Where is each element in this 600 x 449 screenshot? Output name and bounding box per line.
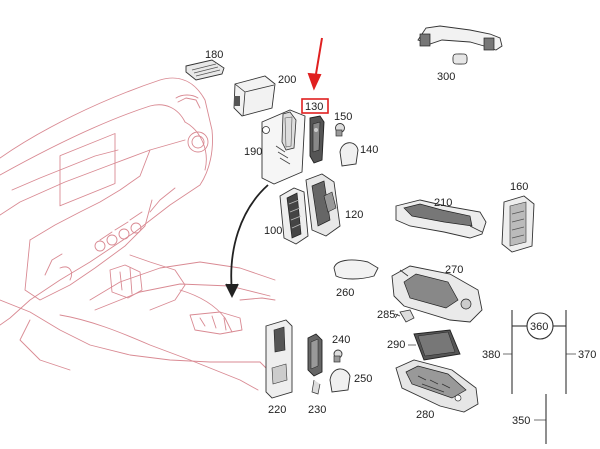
callout-150[interactable]: 150 [334, 111, 352, 123]
part-285-clip[interactable] [394, 309, 415, 323]
part-240-screw[interactable] [333, 349, 343, 363]
highlight-box-130 [301, 98, 329, 114]
callout-160[interactable]: 160 [510, 181, 528, 193]
callout-250[interactable]: 250 [354, 373, 372, 385]
callout-labels: 180 200 130 150 140 190 100 120 300 210 … [205, 49, 596, 427]
callout-380[interactable]: 380 [482, 349, 500, 361]
dashboard-outline [0, 77, 276, 393]
part-260-lid[interactable] [333, 259, 379, 280]
callout-220[interactable]: 220 [268, 404, 286, 416]
callout-350[interactable]: 350 [512, 415, 530, 427]
part-200-housing[interactable] [233, 75, 276, 117]
part-180-vent[interactable] [185, 59, 225, 81]
callout-200[interactable]: 200 [278, 74, 296, 86]
part-160-cover[interactable] [501, 195, 535, 253]
part-120-holder[interactable] [305, 173, 341, 237]
part-140-cap[interactable] [339, 142, 359, 167]
callout-180[interactable]: 180 [205, 49, 223, 61]
leader-lines [394, 313, 576, 421]
highlight-arrow [307, 37, 323, 91]
part-270-console-unit[interactable] [391, 265, 483, 323]
curved-pointer-arrow [225, 184, 269, 299]
dimension-brackets [511, 310, 567, 444]
callout-240[interactable]: 240 [332, 334, 350, 346]
part-280-armrest-base[interactable] [395, 359, 479, 413]
callout-285[interactable]: 285 [377, 309, 395, 321]
callout-280[interactable]: 280 [416, 409, 434, 421]
callout-290[interactable]: 290 [387, 339, 405, 351]
callout-190[interactable]: 190 [244, 146, 262, 158]
callout-370[interactable]: 370 [578, 349, 596, 361]
callout-360[interactable]: 360 [530, 321, 548, 333]
callout-120[interactable]: 120 [345, 209, 363, 221]
part-360-circle-marker [526, 312, 554, 340]
callout-140[interactable]: 140 [360, 144, 378, 156]
part-290-pad[interactable] [413, 329, 461, 361]
callout-230[interactable]: 230 [308, 404, 326, 416]
part-220-side-panel[interactable] [265, 319, 293, 399]
part-210-tray[interactable] [395, 199, 487, 239]
callout-270[interactable]: 270 [445, 264, 463, 276]
part-150-screw[interactable] [335, 123, 345, 137]
part-190-panel[interactable] [261, 109, 306, 185]
part-300-grab-handle[interactable] [417, 25, 503, 65]
callout-300[interactable]: 300 [437, 71, 455, 83]
part-230-switch[interactable] [307, 333, 323, 395]
callout-130[interactable]: 130 [305, 101, 323, 113]
part-250-cap[interactable] [329, 368, 351, 393]
callout-260[interactable]: 260 [336, 287, 354, 299]
part-130-switch[interactable] [309, 115, 325, 164]
callout-100[interactable]: 100 [264, 225, 282, 237]
part-100-switch-block[interactable] [279, 187, 309, 245]
callout-210[interactable]: 210 [434, 197, 452, 209]
